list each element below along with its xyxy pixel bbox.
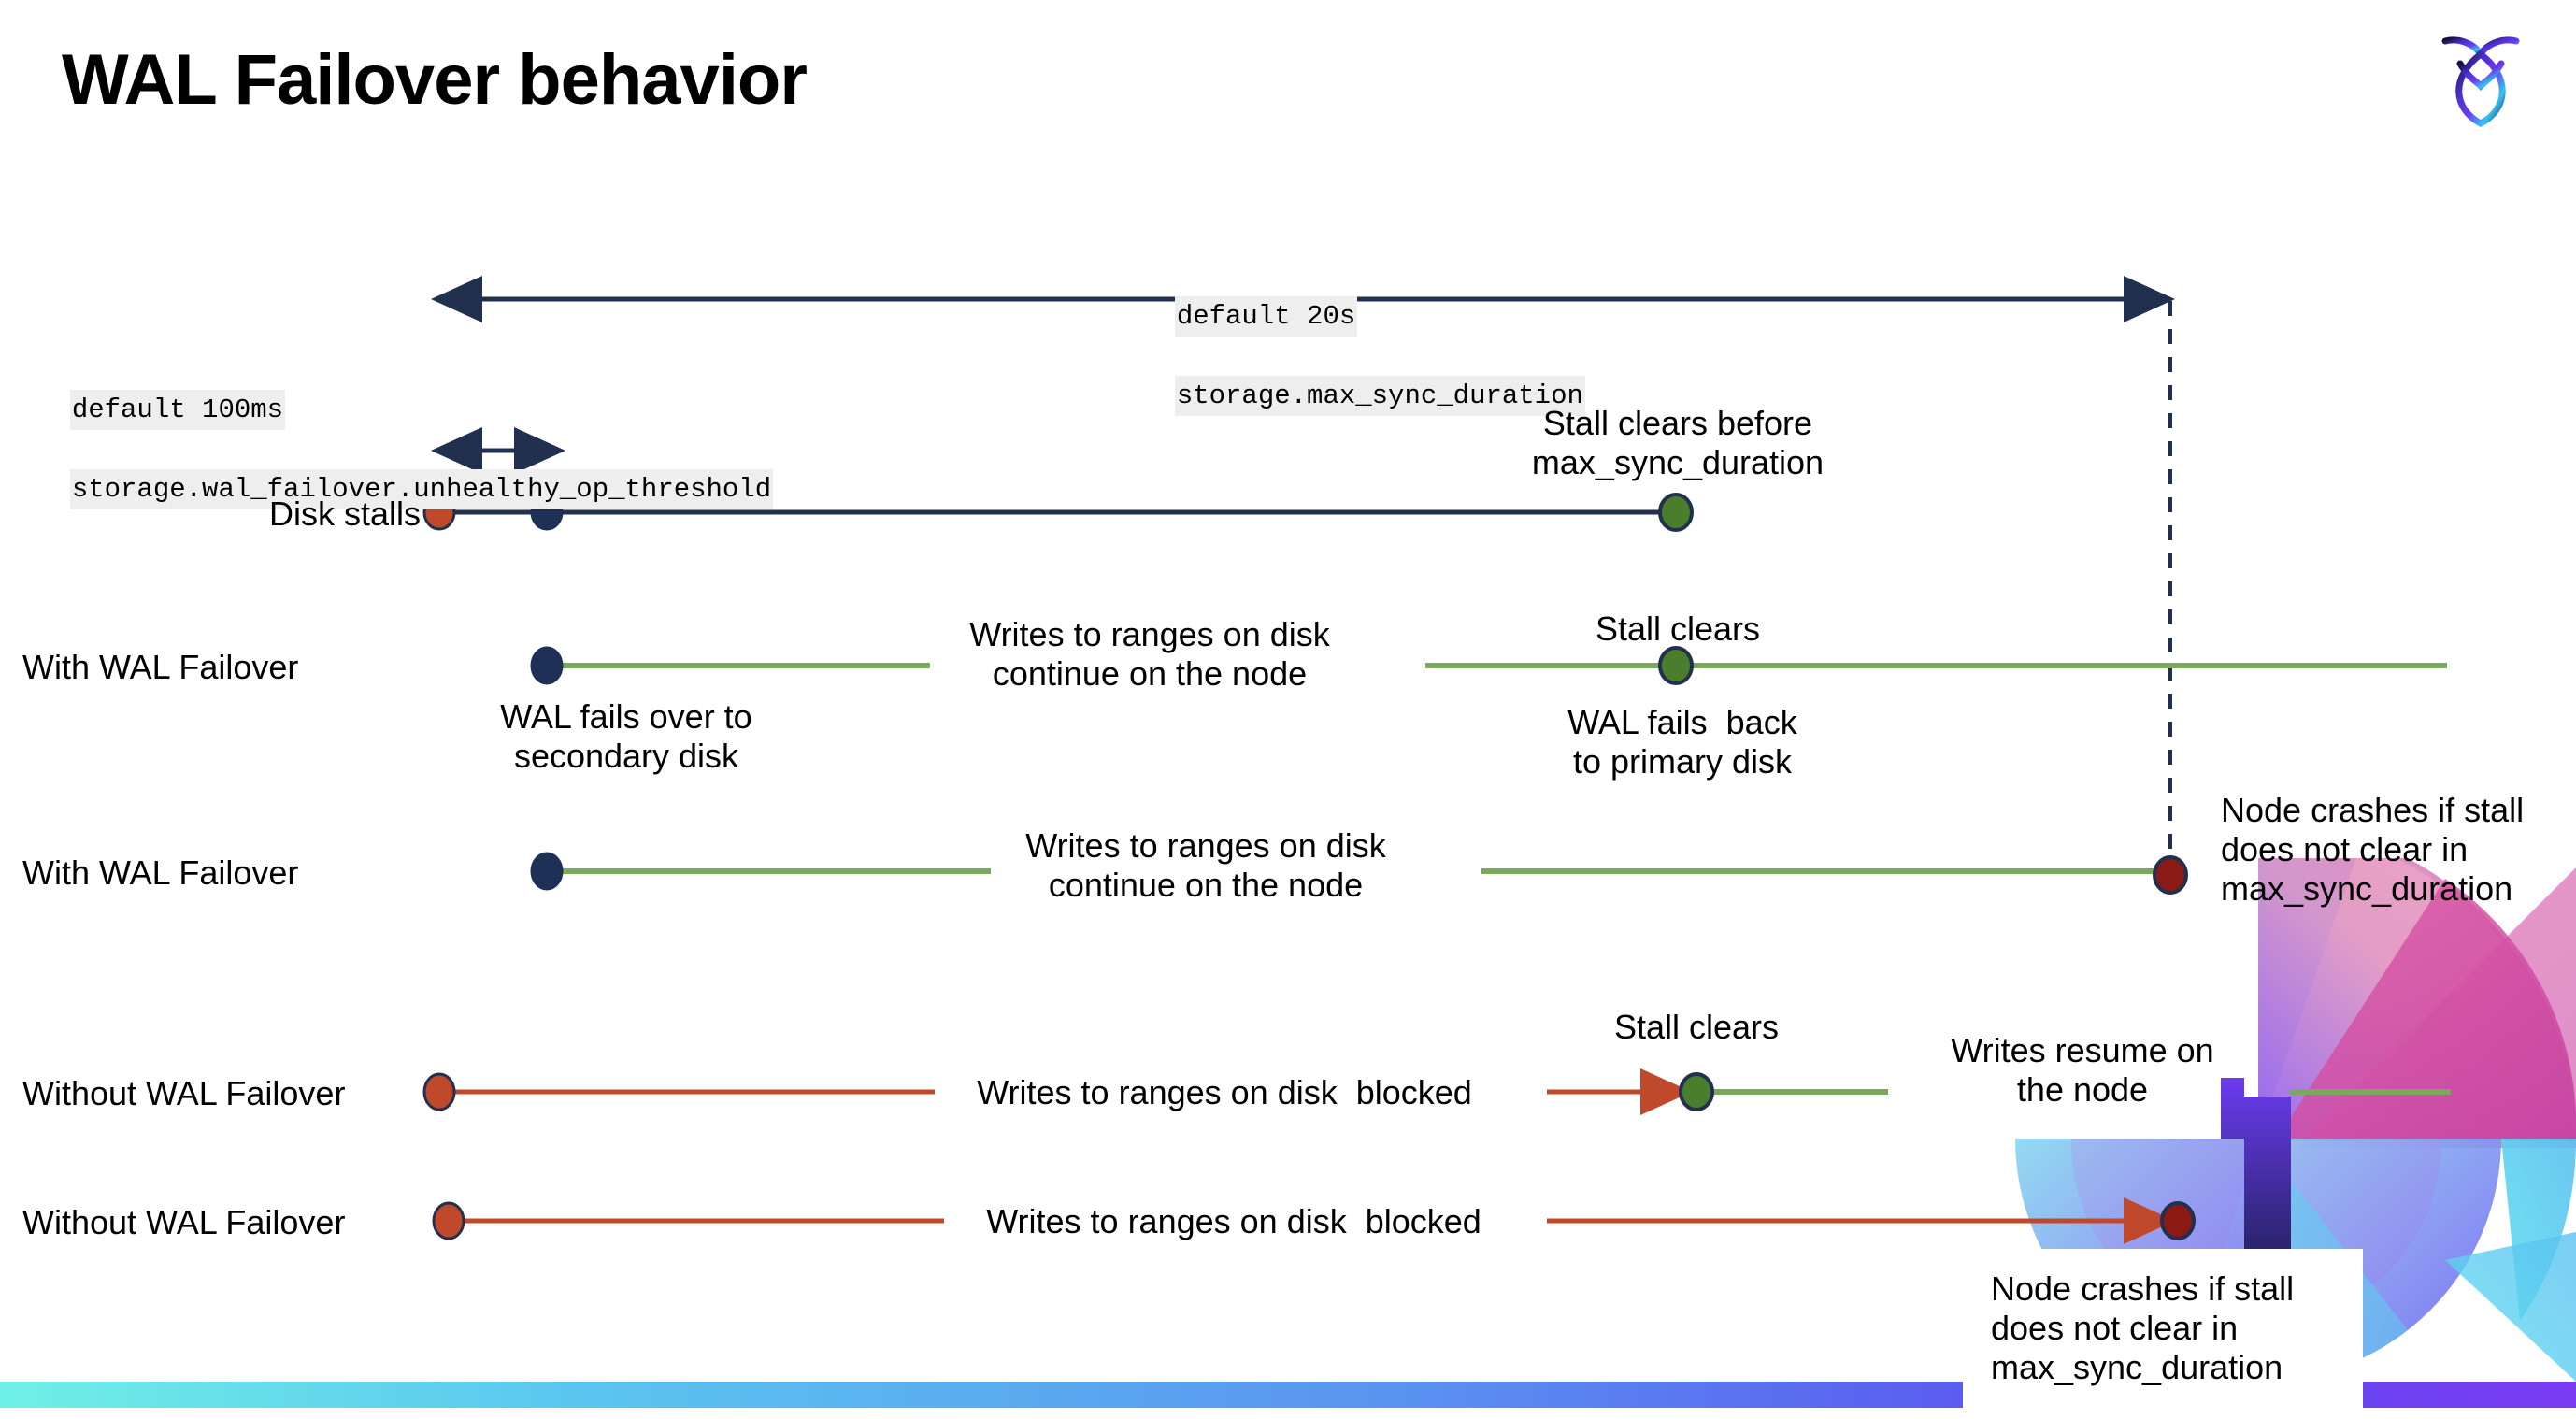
note-writes-blocked-2: Writes to ranges on disk blocked	[986, 1202, 1481, 1240]
disk-stalls-clear-dot	[1658, 493, 1694, 532]
note-wal-fails-over: WAL fails over to secondary disk	[500, 697, 752, 776]
without-failover-2-crash-dot	[2160, 1201, 2196, 1240]
note-wal-fails-back: WAL fails back to primary disk	[1567, 703, 1797, 781]
wal-failover-2-start-dot	[530, 852, 564, 891]
wal-failover-1-clear-dot	[1658, 646, 1694, 685]
note-writes-continue-2: Writes to ranges on disk continue on the…	[1025, 826, 1386, 905]
note-writes-blocked-1: Writes to ranges on disk blocked	[977, 1073, 1472, 1111]
note-node-crashes-2: Node crashes if stall does not clear in …	[1963, 1249, 2363, 1419]
note-node-crashes-1: Node crashes if stall does not clear in …	[2221, 791, 2525, 909]
row-label-with-wal-failover-2: With WAL Failover	[22, 853, 299, 892]
wal-failover-1-start-dot	[530, 646, 564, 685]
row-label-without-wal-failover-2: Without WAL Failover	[22, 1203, 346, 1241]
max-sync-duration-setting: storage.max_sync_duration	[1174, 375, 1585, 416]
note-stall-clears-1: Stall clears	[1595, 609, 1761, 648]
cockroach-labs-logo-icon	[2441, 36, 2520, 127]
note-stall-clears-2: Stall clears	[1613, 1008, 1780, 1046]
row-label-disk-stalls: Disk stalls	[268, 494, 421, 533]
max-sync-duration-default: default 20s	[1174, 296, 1358, 337]
row-label-without-wal-failover-1: Without WAL Failover	[22, 1074, 346, 1112]
unhealthy-op-threshold-annotation: default 100ms storage.wal_failover.unhea…	[37, 351, 774, 509]
without-failover-2-start-dot	[432, 1201, 465, 1240]
note-writes-resume: Writes resume on the node	[1951, 1031, 2214, 1110]
note-stall-clears-before: Stall clears before max_sync_duration	[1531, 404, 1825, 482]
row-label-with-wal-failover-1: With WAL Failover	[22, 648, 299, 686]
without-failover-1-start-dot	[422, 1072, 456, 1111]
note-writes-continue-1: Writes to ranges on disk continue on the…	[969, 615, 1330, 694]
unhealthy-op-threshold-setting: storage.wal_failover.unhealthy_op_thresh…	[69, 468, 774, 509]
page-title: WAL Failover behavior	[62, 40, 808, 120]
unhealthy-op-threshold-default: default 100ms	[69, 390, 286, 431]
max-sync-duration-annotation: default 20s storage.max_sync_duration	[1142, 258, 1585, 416]
without-failover-1-clear-dot	[1679, 1072, 1714, 1111]
wal-failover-2-crash-dot	[2153, 855, 2188, 895]
